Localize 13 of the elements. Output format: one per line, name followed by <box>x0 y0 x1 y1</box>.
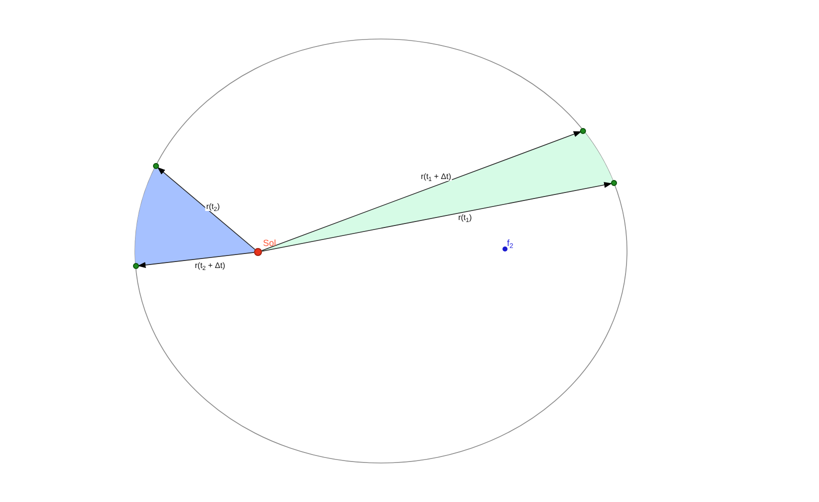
orbit-point <box>611 180 617 186</box>
edge-label: r(t$_{1}$ + Δt) <box>420 173 452 181</box>
focus-label: f$_{2}$ <box>507 239 514 248</box>
orbit-point <box>132 263 139 270</box>
edge-label: r(t$_{1}$) <box>457 214 473 222</box>
sun-label: Sol <box>263 239 276 248</box>
orbit-point <box>580 128 586 134</box>
edge-label: r(t$_{2}$ + Δt) <box>194 262 226 270</box>
edge-label: r(t$_{2}$) <box>205 203 221 211</box>
radius-vector-arrow <box>157 167 256 250</box>
radius-vector-arrow <box>138 252 254 268</box>
radius-vector-arrow <box>262 182 612 252</box>
orbit-point <box>152 162 159 169</box>
